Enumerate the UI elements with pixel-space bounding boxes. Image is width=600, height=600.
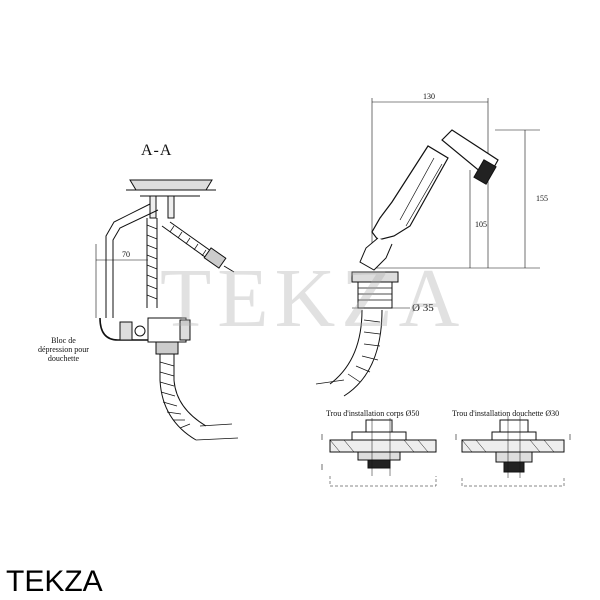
body-hole-detail [321, 418, 437, 487]
dimension-width-130: 130 [423, 92, 435, 101]
dimension-height-155: 155 [536, 194, 548, 203]
handset-hole-detail [455, 416, 571, 487]
body-hole-caption: Trou d'installation corps Ø50 [326, 409, 420, 418]
dimension-offset-70: 70 [122, 250, 130, 259]
bloc-depression-note: Bloc de dépression pour douchette [38, 336, 89, 363]
handset-assembly [315, 98, 540, 397]
dimension-height-105: 105 [475, 220, 487, 229]
watermark: TEKZA [160, 252, 466, 345]
bloc-note-line-3: douchette [47, 354, 79, 363]
section-aa-assembly [95, 179, 239, 441]
brand-logo-text: TEKZA [6, 565, 103, 598]
bloc-note-line-1: Bloc de [51, 336, 76, 345]
bloc-note-line-2: dépression pour [38, 345, 89, 354]
section-label: A-A [141, 142, 173, 159]
dimension-diameter-35: Ø 35 [412, 302, 434, 314]
handset-hole-caption: Trou d'installation douchette Ø30 [452, 409, 560, 418]
